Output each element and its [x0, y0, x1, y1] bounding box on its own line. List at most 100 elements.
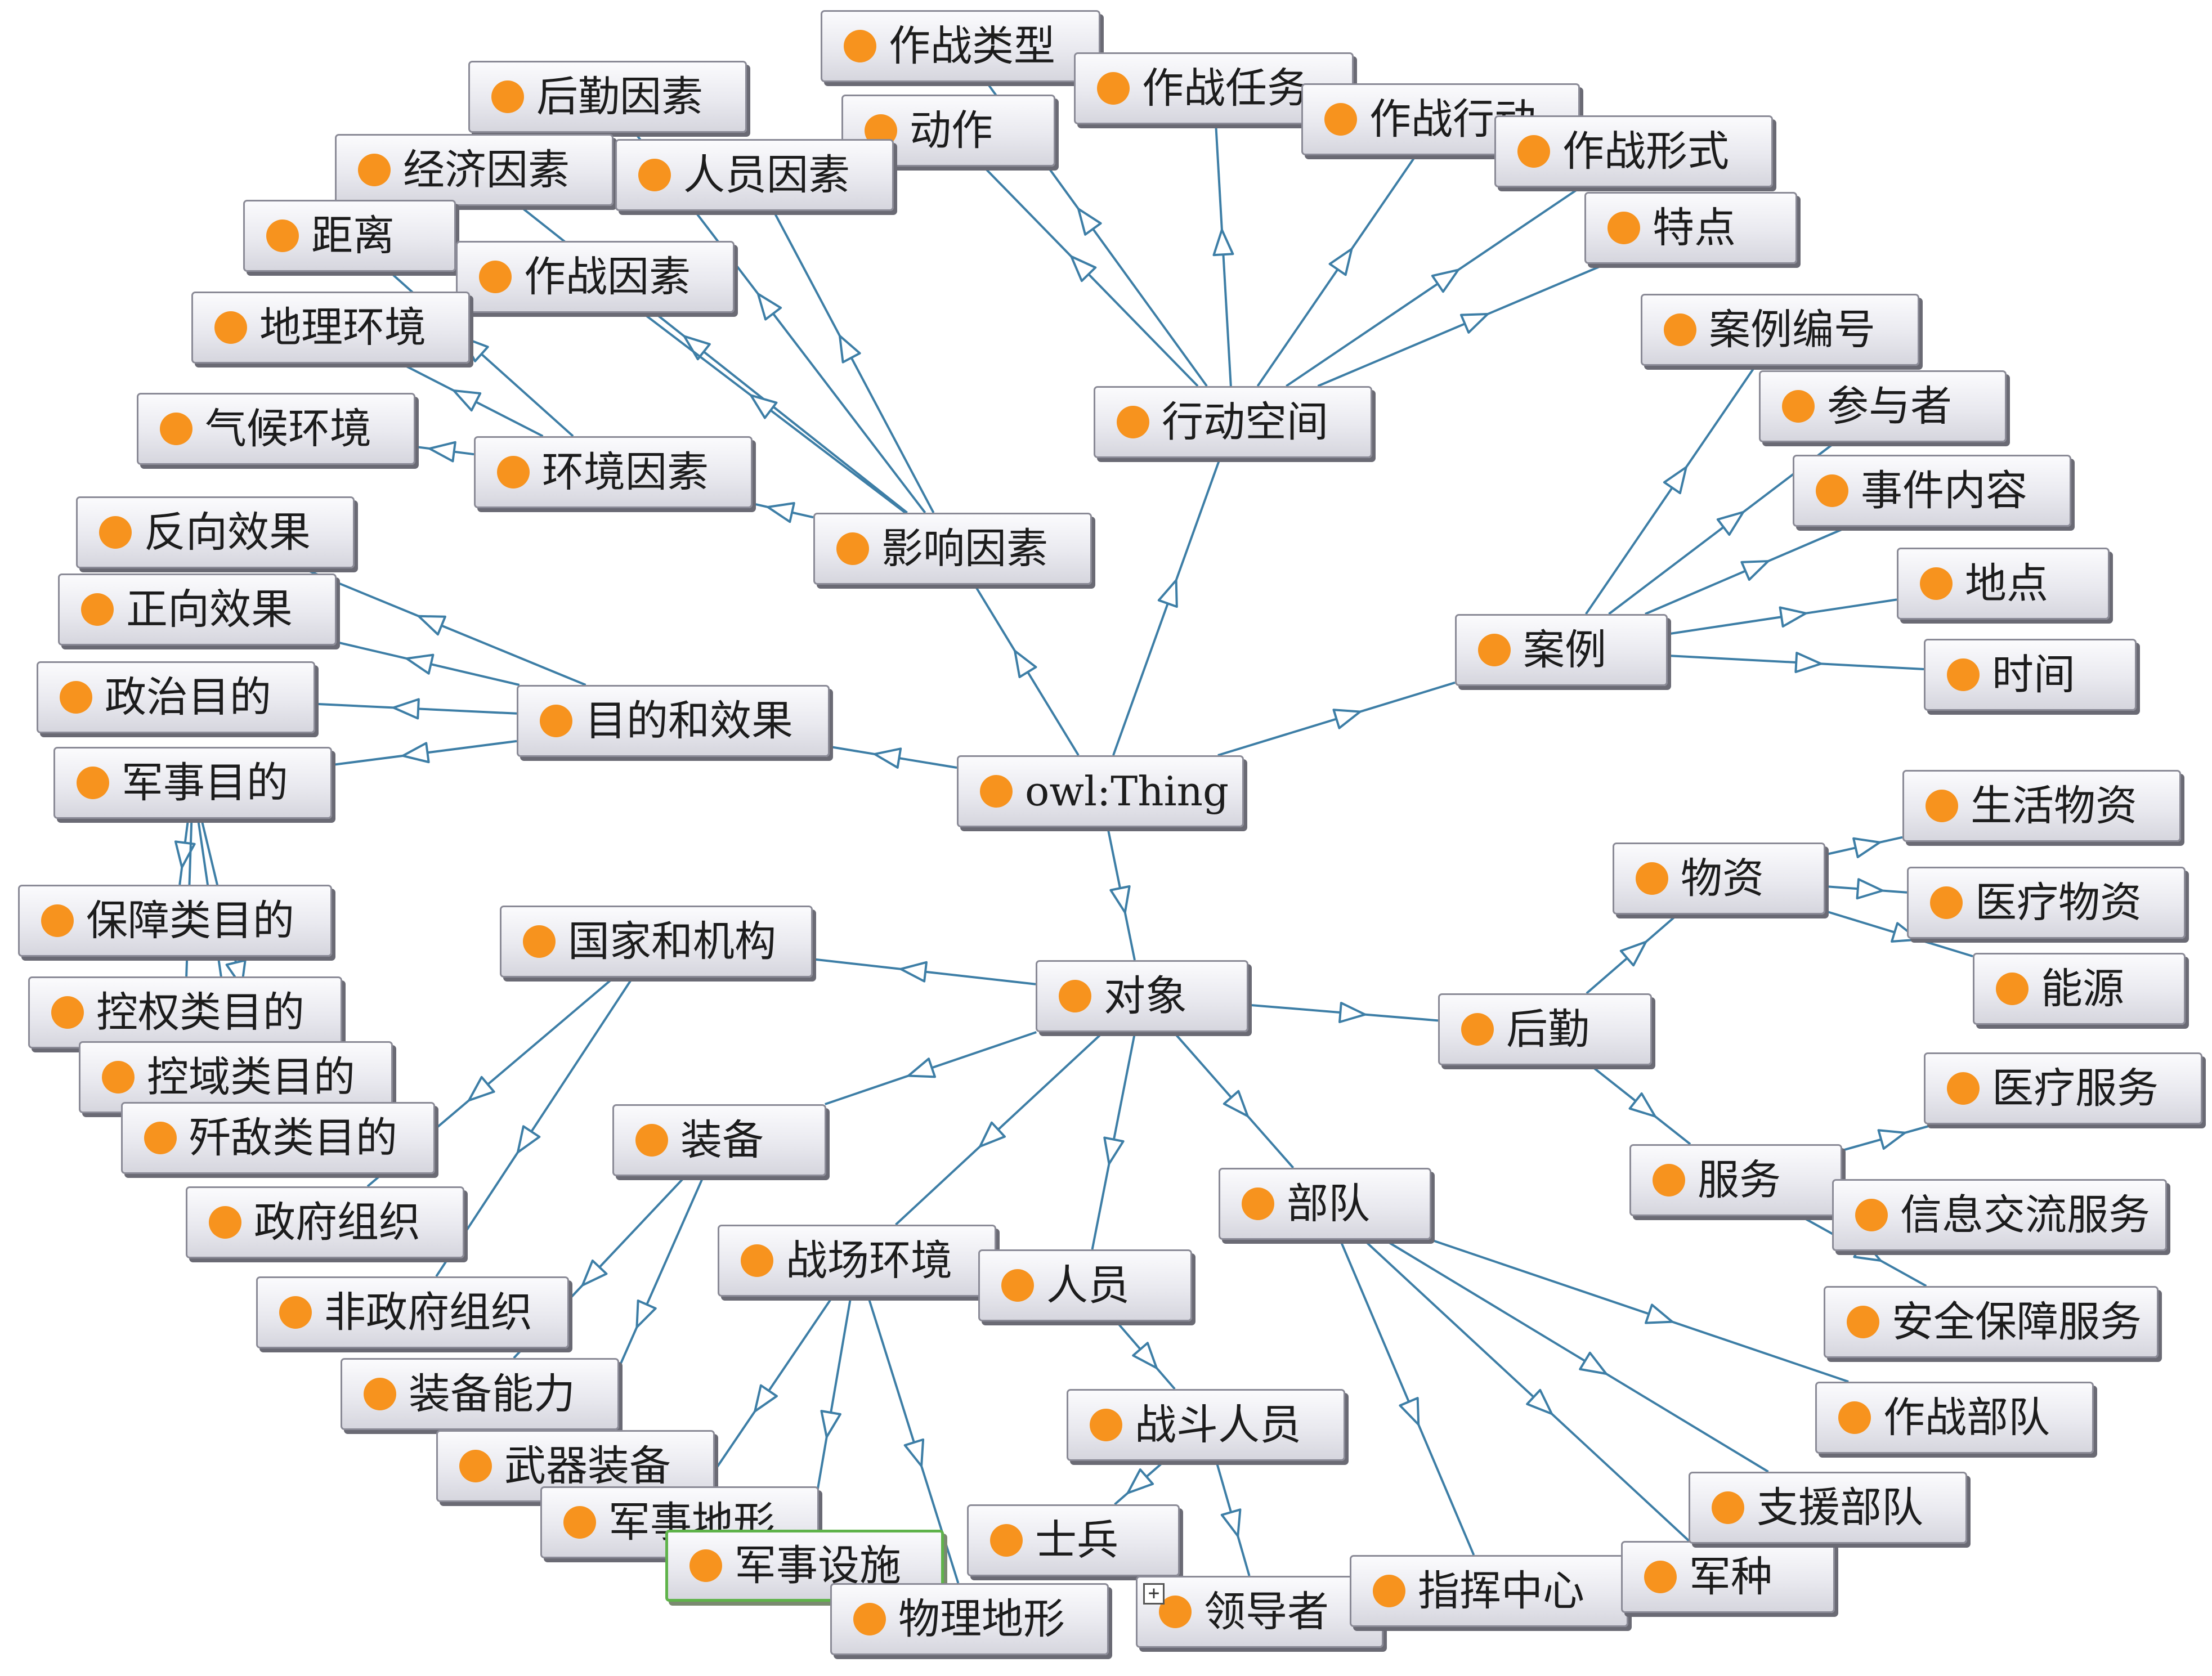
class-dot-icon [1816, 474, 1848, 507]
edge-dx-zchj [895, 1031, 1104, 1226]
node-ry[interactable]: 人员 [978, 1249, 1192, 1321]
node-zzmd[interactable]: 政治目的 [37, 661, 315, 733]
node-zhzx[interactable]: 指挥中心 [1350, 1555, 1628, 1627]
node-label: 领导者 [1204, 1588, 1329, 1636]
node-zybd[interactable]: 支援部队 [1689, 1472, 1967, 1544]
node-bzmd[interactable]: 保障类目的 [18, 885, 332, 957]
node-hjys[interactable]: 环境因素 [474, 436, 753, 508]
node-zzlx[interactable]: 作战类型 [821, 10, 1100, 82]
edge-bd-jz [1363, 1239, 1690, 1542]
edge-bd-zhzx [1339, 1239, 1475, 1556]
class-dot-icon [479, 261, 512, 293]
class-dot-icon [102, 1061, 135, 1094]
node-label: 作战因素 [524, 253, 691, 301]
class-dot-icon [1838, 1401, 1871, 1434]
node-label: 国家和机构 [568, 917, 776, 966]
node-dd[interactable]: 地点 [1897, 548, 2110, 620]
node-fxxg[interactable]: 反向效果 [76, 496, 355, 568]
class-dot-icon [1242, 1187, 1274, 1220]
node-fzfzz[interactable]: 非政府组织 [256, 1276, 569, 1348]
node-ylwz[interactable]: 医疗物资 [1907, 867, 2186, 939]
node-jjys[interactable]: 经济因素 [335, 134, 614, 206]
arrowhead-al-sj [1794, 652, 1823, 674]
class-dot-icon [144, 1122, 177, 1154]
class-dot-icon [844, 30, 876, 62]
node-ny[interactable]: 能源 [1973, 953, 2186, 1025]
arrowhead-fw-ylfw [1877, 1129, 1906, 1150]
node-thing[interactable]: owl:Thing [957, 755, 1244, 827]
node-zdry[interactable]: 战斗人员 [1067, 1389, 1345, 1461]
node-qhhj[interactable]: 气候环境 [137, 393, 415, 465]
node-albh[interactable]: 案例编号 [1641, 294, 1919, 366]
node-zzys[interactable]: 作战因素 [456, 241, 735, 313]
node-label: 动作 [910, 106, 993, 155]
node-label: 物理地形 [898, 1595, 1065, 1643]
arrowhead-xdkj-zzlx [1077, 208, 1102, 236]
node-sb[interactable]: 士兵 [967, 1504, 1180, 1576]
node-dlhj[interactable]: 地理环境 [191, 292, 470, 364]
node-label: 装备能力 [409, 1370, 575, 1418]
node-ylfw[interactable]: 医疗服务 [1924, 1052, 2202, 1124]
class-dot-icon [638, 159, 671, 191]
node-dz[interactable]: 动作 [841, 95, 1055, 167]
node-zfzz[interactable]: 政府组织 [186, 1186, 464, 1258]
node-zbnl[interactable]: 装备能力 [341, 1358, 619, 1430]
node-bd[interactable]: 部队 [1219, 1168, 1431, 1240]
node-hq[interactable]: 后勤 [1438, 993, 1652, 1065]
node-hqys[interactable]: 后勤因素 [468, 61, 747, 133]
node-zchj[interactable]: 战场环境 [718, 1225, 996, 1297]
edge-gjjg-fzfzz [435, 976, 634, 1278]
node-sj[interactable]: 时间 [1924, 639, 2137, 711]
node-label: 环境因素 [542, 448, 709, 496]
node-shwz[interactable]: 生活物资 [1902, 770, 2181, 842]
node-zb[interactable]: 装备 [612, 1104, 826, 1176]
arrowhead-zb-zbnl [581, 1259, 608, 1287]
node-label: 信息交流服务 [1900, 1191, 2150, 1239]
class-dot-icon [540, 705, 572, 737]
class-dot-icon [497, 456, 530, 489]
node-sjnr[interactable]: 事件内容 [1793, 455, 2071, 527]
class-dot-icon [279, 1296, 312, 1329]
node-label: 生活物资 [1971, 782, 2137, 830]
node-kqmd[interactable]: 控权类目的 [28, 976, 342, 1048]
node-mdxg[interactable]: 目的和效果 [517, 685, 830, 757]
node-dx[interactable]: 对象 [1036, 960, 1248, 1032]
node-label: 对象 [1104, 972, 1187, 1020]
class-dot-icon [1996, 973, 2029, 1005]
node-td[interactable]: 特点 [1584, 192, 1797, 264]
node-wldx[interactable]: 物理地形 [830, 1583, 1109, 1655]
class-dot-icon [635, 1124, 668, 1157]
node-wz[interactable]: 物资 [1613, 843, 1825, 915]
node-xxjlfw[interactable]: 信息交流服务 [1832, 1179, 2167, 1251]
node-zzxs[interactable]: 作战形式 [1494, 115, 1773, 187]
arrowhead-ry-zdry [1132, 1342, 1158, 1369]
node-fw[interactable]: 服务 [1629, 1144, 1842, 1216]
class-dot-icon [1644, 1561, 1677, 1593]
arrowhead-al-cyz [1716, 510, 1745, 536]
node-gjjg[interactable]: 国家和机构 [500, 906, 813, 978]
arrowhead-yxys-jjys [683, 335, 711, 361]
node-label: 医疗物资 [1975, 879, 2142, 927]
node-jdmd[interactable]: 歼敌类目的 [121, 1102, 435, 1174]
edge-xdkj-td [1317, 263, 1606, 387]
arrowhead-xdkj-td [1459, 313, 1489, 334]
node-aqbzfw[interactable]: 安全保障服务 [1824, 1286, 2159, 1358]
class-dot-icon [41, 904, 74, 937]
class-dot-icon [1855, 1199, 1888, 1231]
node-jl[interactable]: 距离 [243, 200, 456, 272]
node-label: 地点 [1965, 559, 2048, 608]
node-wqzb[interactable]: 武器装备 [436, 1430, 715, 1502]
node-jsmd[interactable]: 军事目的 [53, 747, 332, 819]
node-zxxg[interactable]: 正向效果 [58, 573, 337, 646]
node-xdkj[interactable]: 行动空间 [1094, 386, 1372, 458]
node-al[interactable]: 案例 [1455, 614, 1668, 686]
node-yxys[interactable]: 影响因素 [813, 513, 1092, 585]
node-kymd[interactable]: 控域类目的 [79, 1041, 393, 1113]
node-jz[interactable]: 军种 [1621, 1541, 1835, 1613]
node-ryys[interactable]: 人员因素 [615, 139, 894, 211]
class-dot-icon [1001, 1269, 1034, 1302]
node-ldz[interactable]: 领导者 + [1136, 1576, 1383, 1648]
node-zzbd[interactable]: 作战部队 [1815, 1382, 2094, 1454]
node-cyz[interactable]: 参与者 [1759, 370, 2007, 442]
expand-plus-icon[interactable]: + [1143, 1583, 1165, 1605]
